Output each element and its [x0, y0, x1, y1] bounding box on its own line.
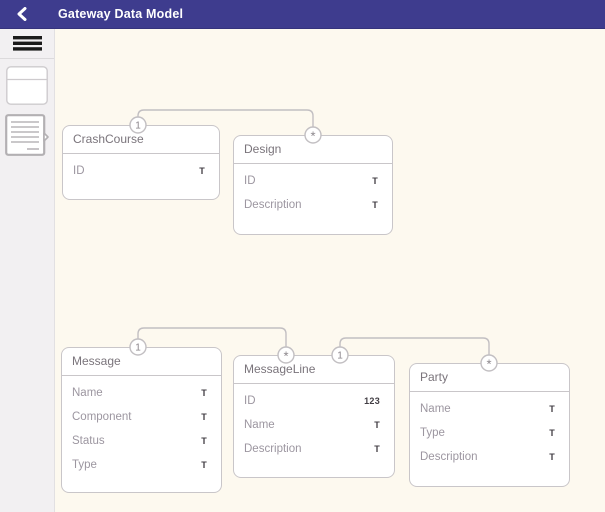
attribute-name: Description	[420, 451, 478, 463]
entity-attributes: ID T	[63, 154, 219, 183]
entity-stencil[interactable]	[6, 66, 48, 105]
attribute-row[interactable]: Status T	[62, 429, 221, 453]
attribute-name: Component	[72, 411, 132, 423]
attribute-row[interactable]: Component T	[62, 405, 221, 429]
attribute-name: ID	[73, 165, 85, 177]
attribute-name: Name	[244, 419, 275, 431]
entity-title: MessageLine	[234, 356, 394, 384]
chevron-left-icon	[17, 7, 26, 21]
attribute-name: Name	[420, 403, 451, 415]
entity-title: CrashCourse	[63, 126, 219, 154]
entity-attributes: ID T Description T	[234, 164, 392, 217]
text-type-icon: T	[549, 452, 555, 462]
text-type-icon: T	[199, 166, 205, 176]
attribute-name: Status	[72, 435, 105, 447]
header-bar: Gateway Data Model	[0, 0, 605, 29]
text-type-icon: T	[372, 200, 378, 210]
attribute-name: Description	[244, 443, 302, 455]
attribute-name: ID	[244, 395, 256, 407]
attribute-row[interactable]: Type T	[62, 453, 221, 477]
text-type-icon: T	[201, 436, 207, 446]
entity-title: Party	[410, 364, 569, 392]
attribute-name: ID	[244, 175, 256, 187]
attribute-row[interactable]: Name T	[234, 413, 394, 437]
attribute-row[interactable]: ID T	[234, 169, 392, 193]
text-type-icon: T	[374, 444, 380, 454]
attribute-name: Type	[72, 459, 97, 471]
sidebar	[0, 28, 55, 512]
page-title: Gateway Data Model	[58, 7, 184, 21]
attribute-row[interactable]: Name T	[62, 381, 221, 405]
text-type-icon: T	[549, 404, 555, 414]
number-type-icon: 123	[364, 396, 380, 406]
attribute-row[interactable]: Description T	[234, 437, 394, 461]
attribute-name: Name	[72, 387, 103, 399]
attribute-name: Type	[420, 427, 445, 439]
attribute-row[interactable]: Name T	[410, 397, 569, 421]
entity-title: Design	[234, 136, 392, 164]
attribute-row[interactable]: Type T	[410, 421, 569, 445]
attribute-row[interactable]: ID 123	[234, 389, 394, 413]
attribute-row[interactable]: ID T	[63, 159, 219, 183]
attribute-row[interactable]: Description T	[410, 445, 569, 469]
back-button[interactable]	[0, 0, 40, 28]
menu-button[interactable]	[0, 28, 54, 59]
text-type-icon: T	[372, 176, 378, 186]
annotation-stencil[interactable]	[5, 114, 49, 156]
text-type-icon: T	[201, 388, 207, 398]
text-type-icon: T	[201, 412, 207, 422]
attribute-row[interactable]: Description T	[234, 193, 392, 217]
text-type-icon: T	[201, 460, 207, 470]
hamburger-icon	[13, 35, 42, 51]
entity-title: Message	[62, 348, 221, 376]
attribute-name: Description	[244, 199, 302, 211]
text-type-icon: T	[549, 428, 555, 438]
text-type-icon: T	[374, 420, 380, 430]
